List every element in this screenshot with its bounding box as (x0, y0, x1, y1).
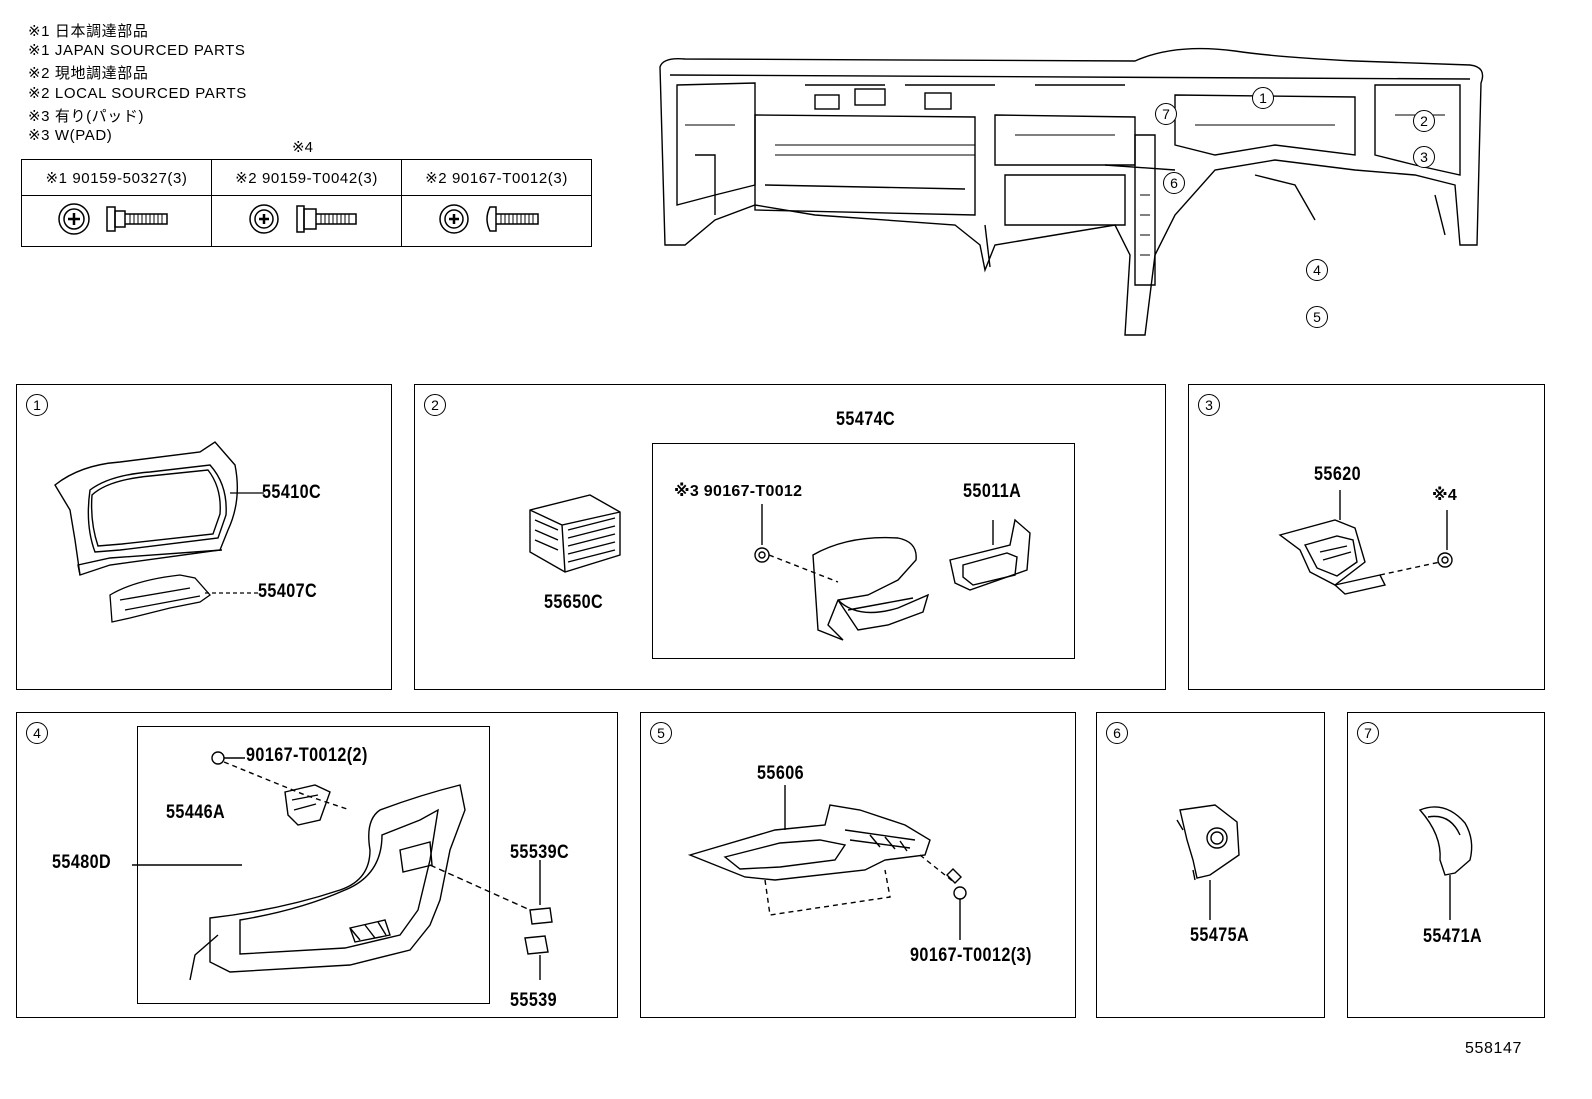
part-label: 55410C (262, 482, 322, 503)
panel-2-subgroup (652, 443, 1075, 659)
part-label: ※3 90167-T0012 (674, 483, 803, 500)
part-label: 55606 (757, 763, 805, 784)
glove-box-bezel-illustration (949, 518, 1031, 591)
part-label: 55539C (510, 842, 570, 863)
panel-2: 2 (414, 384, 1166, 690)
panel-4: 4 (16, 712, 618, 1018)
panel-7: 7 (1347, 712, 1545, 1018)
panel-callout: 1 (26, 394, 48, 416)
panel-callout: 3 (1198, 394, 1220, 416)
fastener-label: ※2 90167-T0012(3) (401, 159, 592, 196)
overview-callout: 7 (1155, 103, 1177, 125)
glove-box-reinforcement-illustration (687, 785, 967, 940)
overview-callout: 6 (1163, 172, 1185, 194)
fastener-label: ※1 90159-50327(3) (21, 159, 212, 196)
part-label: 55539 (510, 990, 558, 1011)
screw-icon (438, 204, 539, 234)
panel-callout: 4 (26, 722, 48, 744)
part-label: 55471A (1423, 926, 1483, 947)
part-label: 55620 (1314, 464, 1362, 485)
part-label: 55407C (258, 581, 318, 602)
overview-callout: 1 (1252, 87, 1274, 109)
panel-3: 3 (1188, 384, 1545, 690)
switch-bezel-right-illustration (1418, 806, 1473, 920)
overview-callout: 4 (1306, 259, 1328, 281)
panel-5: 5 (640, 712, 1076, 1018)
panel-callout: 7 (1357, 722, 1379, 744)
part-label: ※4 (1432, 487, 1458, 504)
washer-bolt-cell (21, 195, 212, 247)
part-label: 55650C (544, 592, 604, 613)
overview-callout: 5 (1306, 306, 1328, 328)
lower-center-bracket-illustration (1278, 490, 1453, 595)
panel-callout: 6 (1106, 722, 1128, 744)
meter-hood-illustration (54, 441, 264, 623)
note-line: ※2 LOCAL SOURCED PARTS (28, 85, 247, 102)
panel-callout: 2 (424, 394, 446, 416)
overview-callout: 3 (1413, 146, 1435, 168)
screw-cell (401, 195, 592, 247)
illustration-id: 558147 (1465, 1040, 1522, 1057)
panel-6: 6 (1096, 712, 1325, 1018)
washer-bolt-icon (57, 203, 168, 235)
note-line: ※3 有り(パッド) (28, 108, 145, 125)
note-line: ※1 日本調達部品 (28, 23, 149, 40)
note-line: ※3 W(PAD) (28, 127, 113, 144)
panel-callout: 5 (650, 722, 672, 744)
part-label: 55011A (963, 481, 1022, 502)
part-label: 90167-T0012(3) (910, 945, 1032, 966)
glove-box-door-illustration (754, 504, 930, 641)
group-label: 55474C (836, 409, 896, 430)
flange-bolt-cell (211, 195, 402, 247)
fastener-label: ※2 90159-T0042(3) (211, 159, 402, 196)
part-label: 90167-T0012(2) (246, 745, 368, 766)
vent-register-illustration (529, 494, 621, 573)
overview-callout: 2 (1413, 110, 1435, 132)
part-label: 55475A (1190, 925, 1250, 946)
switch-bezel-left-illustration (1176, 804, 1240, 920)
panel-1: 1 (16, 384, 392, 690)
part-label: 55446A (166, 802, 226, 823)
part-label: 55480D (52, 852, 112, 873)
flange-bolt-icon (248, 204, 357, 234)
table-header-mark: ※4 (292, 139, 313, 156)
lower-panel-illustration (132, 751, 553, 981)
dashboard-reinforcement-illustration (659, 47, 1484, 336)
note-line: ※1 JAPAN SOURCED PARTS (28, 42, 246, 59)
fastener-table: ※1 90159-50327(3) ※2 90159-T0042(3) ※2 9… (21, 159, 592, 247)
note-line: ※2 現地調達部品 (28, 65, 149, 82)
